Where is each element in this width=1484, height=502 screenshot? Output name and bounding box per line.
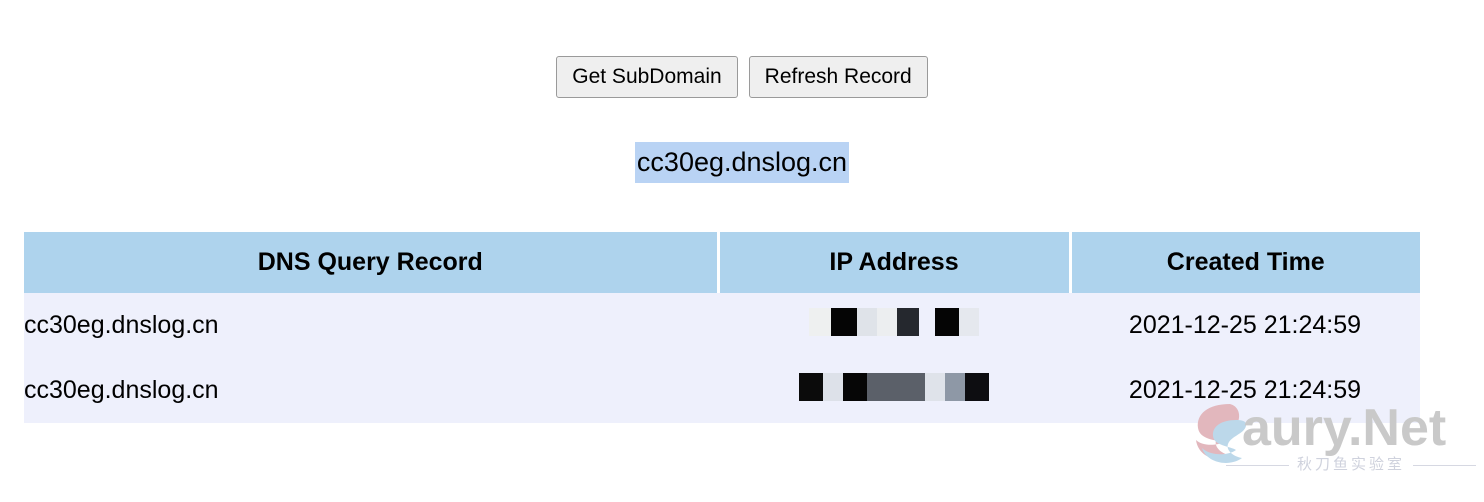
redaction-block (897, 308, 919, 336)
table-row: cc30eg.dnslog.cn 2021-12-25 21:24:59 (24, 293, 1420, 358)
table-body: cc30eg.dnslog.cn 2021-12-25 21:24:59 cc3… (24, 293, 1420, 423)
cell-created-time: 2021-12-25 21:24:59 (1070, 293, 1420, 358)
cell-dns-query-record: cc30eg.dnslog.cn (24, 358, 718, 423)
redacted-ip-mosaic (799, 373, 989, 401)
cell-ip-address (718, 293, 1070, 358)
redaction-block (965, 373, 989, 401)
action-toolbar: Get SubDomain Refresh Record (0, 56, 1484, 98)
generated-domain-text[interactable]: cc30eg.dnslog.cn (634, 142, 850, 183)
column-header-ip-address: IP Address (718, 232, 1072, 293)
redaction-block (831, 308, 857, 336)
redaction-block (959, 308, 979, 336)
redacted-ip-mosaic (809, 308, 979, 336)
dns-records-table: DNS Query Record IP Address Created Time… (24, 232, 1420, 423)
redaction-block (799, 373, 823, 401)
column-header-dns-query-record: DNS Query Record (24, 232, 720, 293)
redaction-block (935, 308, 959, 336)
table-header: DNS Query Record IP Address Created Time (24, 232, 1420, 293)
table-row: cc30eg.dnslog.cn 2021-12-25 21:24:59 (24, 358, 1420, 423)
cell-dns-query-record: cc30eg.dnslog.cn (24, 293, 718, 358)
generated-domain-container: cc30eg.dnslog.cn (0, 142, 1484, 183)
redaction-block (843, 373, 867, 401)
get-subdomain-button[interactable]: Get SubDomain (556, 56, 738, 98)
cell-ip-address (718, 358, 1070, 423)
column-header-created-time: Created Time (1070, 232, 1420, 293)
refresh-record-button[interactable]: Refresh Record (748, 56, 928, 98)
dns-records-table-container: DNS Query Record IP Address Created Time… (24, 232, 1420, 423)
table-header-row: DNS Query Record IP Address Created Time (24, 232, 1420, 293)
redaction-block (857, 308, 877, 336)
redaction-block (823, 373, 843, 401)
watermark-rule-left (1226, 465, 1289, 466)
watermark-subtitle: 秋刀鱼实验室 (1297, 457, 1406, 473)
redaction-block (867, 373, 925, 401)
redaction-block (809, 308, 831, 336)
redaction-block (945, 373, 965, 401)
redaction-block (925, 373, 945, 401)
watermark-subtitle-row: 秋刀鱼实验室 (1226, 457, 1477, 473)
watermark-rule-right (1413, 465, 1477, 466)
redaction-block (877, 308, 897, 336)
redaction-block (919, 308, 935, 336)
cell-created-time: 2021-12-25 21:24:59 (1070, 358, 1420, 423)
